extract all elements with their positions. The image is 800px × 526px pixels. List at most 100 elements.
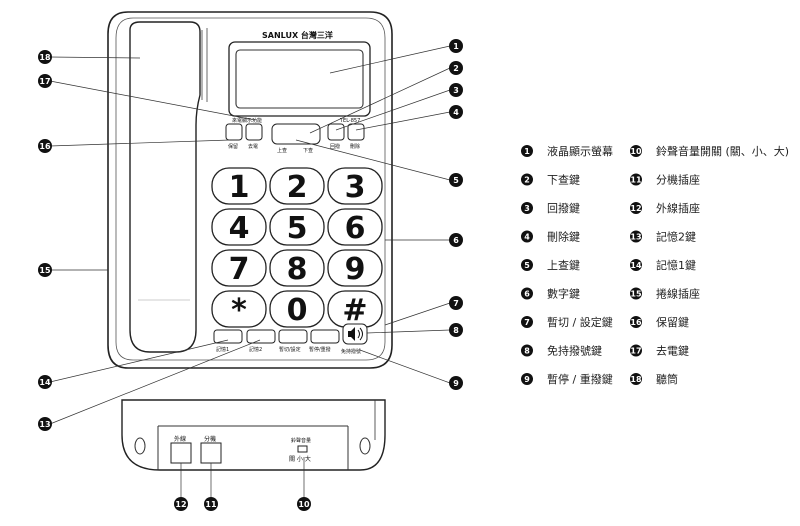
hold-caption: 保留 bbox=[228, 143, 238, 150]
legend-number: 15 bbox=[630, 290, 642, 299]
legend-number: 6 bbox=[524, 290, 530, 299]
legend-text: 暫停 / 重撥鍵 bbox=[547, 372, 613, 386]
redial-button[interactable] bbox=[327, 123, 345, 141]
memory1-caption: 記憶1 bbox=[216, 346, 229, 353]
memory1-button[interactable] bbox=[213, 329, 243, 344]
redial-caption: 回撥 bbox=[330, 143, 340, 150]
legend-text: 去電鍵 bbox=[656, 344, 689, 358]
callout-13: 13 bbox=[38, 417, 52, 431]
svg-text:4: 4 bbox=[453, 108, 459, 117]
callout-3: 3 bbox=[449, 83, 463, 97]
phone-back: 外線 分機 鈴聲音量 關 小 大 bbox=[121, 399, 386, 471]
callout-7: 7 bbox=[449, 296, 463, 310]
keypad-key-label: * bbox=[231, 293, 247, 328]
function-buttons: 保留 去電 上查 下查 回撥 刪除 bbox=[225, 123, 365, 154]
legend-text: 暫切 / 設定鍵 bbox=[547, 315, 613, 329]
keypad-key-4[interactable]: 4 bbox=[211, 208, 267, 246]
delete-caption: 刪除 bbox=[350, 143, 360, 150]
svg-text:14: 14 bbox=[39, 378, 51, 387]
memory2-button[interactable] bbox=[246, 329, 276, 344]
keypad-key-6[interactable]: 6 bbox=[327, 208, 383, 246]
callout-16: 16 bbox=[38, 139, 52, 153]
handset[interactable] bbox=[129, 21, 208, 353]
legend-text: 記憶1鍵 bbox=[656, 258, 696, 272]
callout-9: 9 bbox=[449, 376, 463, 390]
keypad-key-label: 1 bbox=[229, 170, 250, 205]
legend-number: 2 bbox=[524, 176, 530, 185]
down-caption: 下查 bbox=[303, 147, 313, 154]
delete-button[interactable] bbox=[347, 123, 365, 141]
legend-item: 15 捲線插座 bbox=[630, 287, 700, 301]
legend-number: 18 bbox=[630, 375, 642, 384]
legend-number: 14 bbox=[630, 261, 642, 270]
legend-number: 12 bbox=[630, 204, 641, 213]
up-down-rocker[interactable] bbox=[271, 123, 321, 145]
callout-15: 15 bbox=[38, 263, 52, 277]
legend-text: 外線插座 bbox=[656, 201, 700, 215]
callout-8: 8 bbox=[449, 323, 463, 337]
legend-text: 鈴聲音量開關 (關、小、大) bbox=[656, 144, 789, 158]
pause-redial-caption: 暫停/重撥 bbox=[309, 346, 331, 353]
external-line-jack[interactable] bbox=[170, 442, 192, 464]
legend-number: 7 bbox=[524, 318, 530, 327]
legend-number: 1 bbox=[524, 147, 530, 156]
svg-text:12: 12 bbox=[175, 500, 186, 509]
callout-18: 18 bbox=[38, 50, 52, 64]
pause-redial-button[interactable] bbox=[310, 329, 340, 344]
keypad-key-label: 5 bbox=[287, 211, 308, 246]
ringer-title: 鈴聲音量 bbox=[291, 437, 311, 444]
keypad-key-1[interactable]: 1 bbox=[211, 167, 267, 205]
extension-jack[interactable] bbox=[200, 442, 222, 464]
legend-number: 5 bbox=[524, 261, 530, 270]
keypad-key-0[interactable]: 0 bbox=[269, 290, 325, 328]
legend-text: 捲線插座 bbox=[656, 287, 700, 301]
legend-item: 14 記憶1鍵 bbox=[630, 258, 696, 272]
keypad-key-label: 8 bbox=[287, 252, 308, 287]
svg-text:9: 9 bbox=[453, 379, 459, 388]
outgoing-button[interactable] bbox=[245, 123, 263, 141]
legend-number: 4 bbox=[524, 233, 530, 242]
legend-item: 7 暫切 / 設定鍵 bbox=[521, 315, 613, 329]
keypad-key-hash[interactable]: # bbox=[327, 290, 383, 328]
lcd-screen bbox=[228, 41, 371, 117]
keypad-key-3[interactable]: 3 bbox=[327, 167, 383, 205]
flash-set-button[interactable] bbox=[278, 329, 308, 344]
keypad-key-7[interactable]: 7 bbox=[211, 249, 267, 287]
svg-text:6: 6 bbox=[453, 236, 459, 245]
phone-front: SANLUX 台灣三洋 來電顯示功能 TEL-857 保留 去電 上查 下查 回… bbox=[107, 11, 393, 369]
bottom-buttons: 記憶1 記憶2 暫切/設定 暫停/重撥 免持撥號 bbox=[213, 323, 368, 355]
legend-text: 記憶2鍵 bbox=[656, 230, 696, 244]
keypad-key-2[interactable]: 2 bbox=[269, 167, 325, 205]
legend-text: 數字鍵 bbox=[547, 287, 580, 301]
callout-11: 11 bbox=[204, 497, 218, 511]
keypad-key-8[interactable]: 8 bbox=[269, 249, 325, 287]
keypad-key-label: # bbox=[342, 293, 367, 328]
callout-markers: 1 2 3 4 5 6 7 8 9 10 11 12 13 14 15 16 1… bbox=[38, 39, 463, 511]
svg-text:16: 16 bbox=[39, 142, 51, 151]
keypad-key-9[interactable]: 9 bbox=[327, 249, 383, 287]
legend-number: 8 bbox=[524, 347, 530, 356]
keypad-key-star[interactable]: * bbox=[211, 290, 267, 328]
model-number: TEL-857 bbox=[339, 118, 360, 124]
keypad-key-5[interactable]: 5 bbox=[269, 208, 325, 246]
svg-text:8: 8 bbox=[453, 326, 459, 335]
callout-14: 14 bbox=[38, 375, 52, 389]
svg-text:1: 1 bbox=[453, 42, 459, 51]
svg-text:3: 3 bbox=[453, 86, 459, 95]
keypad-key-label: 2 bbox=[287, 170, 308, 205]
legend-item: 12 外線插座 bbox=[630, 201, 700, 215]
ringer-switch[interactable] bbox=[297, 445, 308, 453]
svg-text:13: 13 bbox=[39, 420, 50, 429]
hold-button[interactable] bbox=[225, 123, 243, 141]
legend-text: 分機插座 bbox=[656, 173, 700, 187]
callout-1: 1 bbox=[449, 39, 463, 53]
